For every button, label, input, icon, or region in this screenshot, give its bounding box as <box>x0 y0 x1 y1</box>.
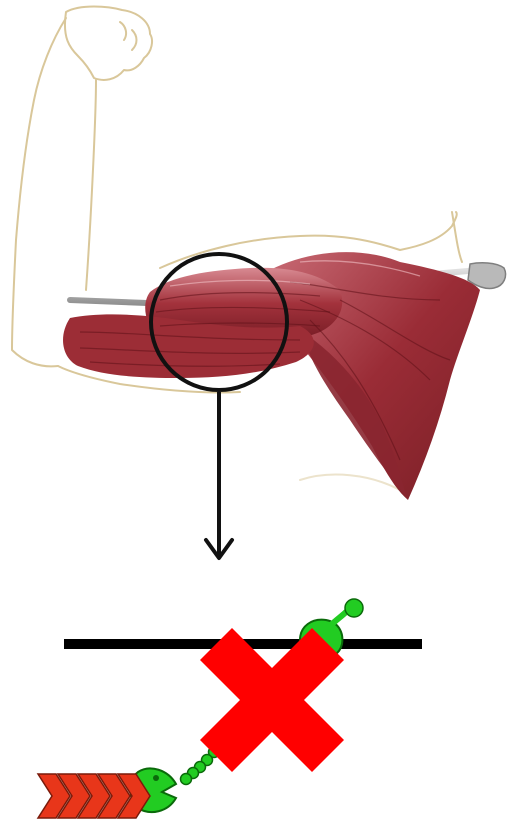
forearm-outline <box>12 18 66 366</box>
arrow-down-icon <box>206 392 232 558</box>
upper-arm-muscles <box>63 252 506 500</box>
chevron-chain <box>38 774 150 818</box>
fist-outline <box>65 7 152 80</box>
red-x-cross-icon <box>200 628 344 772</box>
